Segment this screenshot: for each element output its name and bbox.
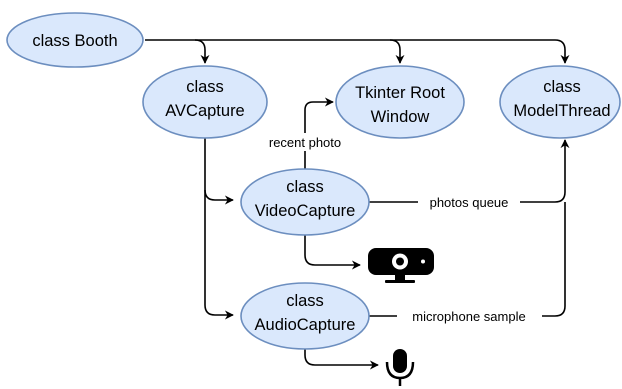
- node-modelthread-label-line1: class: [543, 78, 581, 96]
- node-videocapture-label-line1: class: [286, 178, 324, 196]
- edge-label-recent-photo-text: recent photo: [269, 135, 341, 150]
- microphone-icon: [385, 349, 415, 386]
- edges: [145, 39, 570, 370]
- edge-booth-to-avcapture: [145, 39, 210, 64]
- node-audiocapture: class AudioCapture: [240, 282, 370, 350]
- edge-videocapture-to-tkinter: [304, 97, 334, 170]
- node-avcapture-label-line2: AVCapture: [165, 102, 245, 120]
- node-audiocapture-label-line2: AudioCapture: [255, 316, 356, 334]
- node-tkinter-label-line2: Window: [371, 108, 430, 126]
- edge-videocapture-to-modelthread: [369, 139, 570, 203]
- node-booth: class Booth: [6, 12, 144, 68]
- node-tkinter: Tkinter Root Window: [335, 65, 465, 139]
- edge-audiocapture-to-microphone: [304, 348, 379, 370]
- edge-label-photos-queue: photos queue: [418, 193, 520, 211]
- node-audiocapture-label-line1: class: [286, 292, 324, 310]
- node-modelthread-label-line2: ModelThread: [513, 102, 610, 120]
- edge-videocapture-to-webcam: [304, 234, 361, 270]
- edge-booth-to-modelthread: [390, 39, 570, 64]
- edge-label-microphone-sample-text: microphone sample: [412, 309, 525, 324]
- node-avcapture: class AVCapture: [142, 65, 268, 139]
- node-booth-label: class Booth: [32, 32, 117, 50]
- edge-label-photos-queue-text: photos queue: [430, 195, 509, 210]
- edge-label-microphone-sample: microphone sample: [397, 307, 542, 325]
- edge-avcapture-to-audiocapture: [204, 190, 234, 320]
- node-tkinter-label-line1: Tkinter Root: [355, 84, 445, 102]
- edge-avcapture-to-videocapture: [204, 137, 234, 205]
- webcam-icon: [368, 248, 434, 283]
- node-videocapture-label-line2: VideoCapture: [255, 202, 356, 220]
- node-modelthread: class ModelThread: [499, 65, 621, 139]
- edge-audiocapture-to-modelthread: [369, 202, 566, 317]
- node-videocapture: class VideoCapture: [240, 168, 370, 236]
- edge-booth-to-tkinter: [195, 39, 405, 64]
- node-avcapture-label-line1: class: [186, 78, 224, 96]
- edge-label-recent-photo: recent photo: [258, 133, 352, 151]
